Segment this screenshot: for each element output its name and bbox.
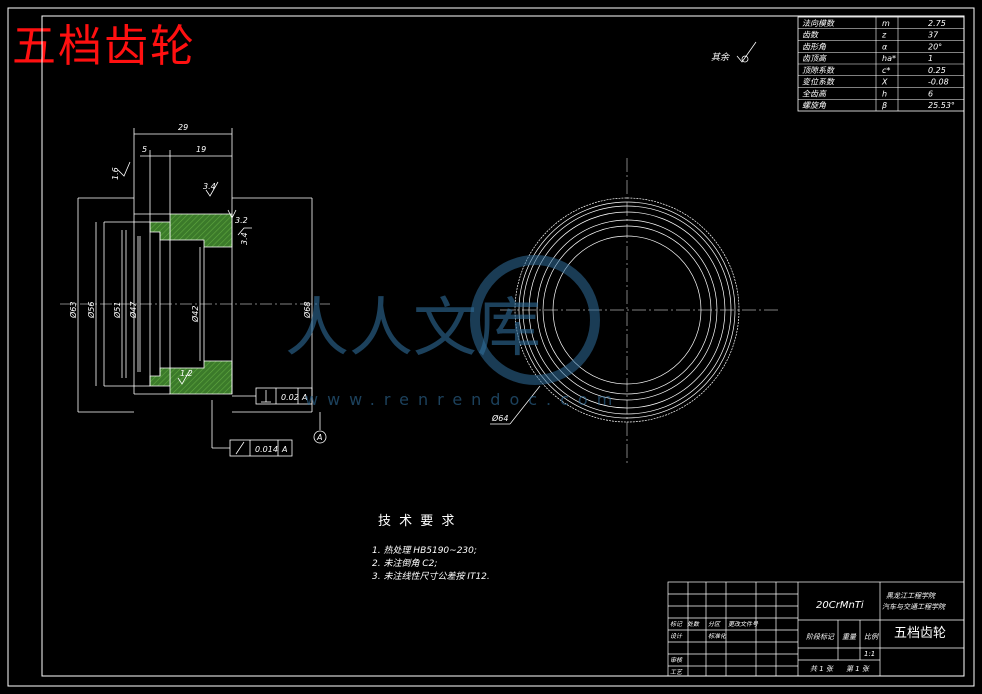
label-change: 更改文件号 xyxy=(728,620,759,628)
section-view xyxy=(60,128,330,457)
param-name-4: 顶隙系数 xyxy=(802,66,835,75)
param-val-1: 37 xyxy=(928,31,939,40)
param-sym-0: m xyxy=(882,19,890,28)
front-view xyxy=(490,158,780,466)
param-val-2: 20° xyxy=(928,42,942,51)
dim-29: 29 xyxy=(178,123,188,132)
param-sym-3: ha* xyxy=(882,54,896,63)
row-review: 审核 xyxy=(670,656,683,664)
param-name-0: 法向模数 xyxy=(802,19,835,28)
label-count: 处数 xyxy=(687,620,700,628)
param-sym-4: c* xyxy=(882,66,890,75)
tol2-ref: A xyxy=(281,445,287,454)
param-val-4: 0.25 xyxy=(928,66,946,75)
label-mark: 标记 xyxy=(670,620,683,628)
section-dimensions: 29 5 19 3.4 3.2 1.6 1.2 3.4 Ø63 Ø56 Ø51 … xyxy=(68,123,322,454)
param-val-0: 2.75 xyxy=(928,19,946,28)
ratio-label: 比例 xyxy=(864,633,879,641)
inner-frame xyxy=(41,15,965,677)
tol2-value: 0.014 xyxy=(255,445,278,454)
param-sym-2: α xyxy=(882,42,888,51)
title-block xyxy=(667,581,965,677)
tech-item-1: 1. 热处理 HB5190~230; xyxy=(372,545,477,556)
title-block-text: 20CrMnTi 黑龙江工程学院 汽车与交通工程学院 五档齿轮 阶段标记 重量 … xyxy=(670,592,946,676)
roughness-text: 其余 xyxy=(711,52,730,63)
dim-5: 5 xyxy=(142,145,147,154)
part-name: 五档齿轮 xyxy=(894,626,946,641)
sheets-total: 共 1 张 xyxy=(810,665,834,673)
school-name: 黑龙江工程学院 xyxy=(886,592,936,600)
param-val-6: 6 xyxy=(928,89,933,98)
dim-roughness-12: 1.2 xyxy=(180,369,193,378)
row-design: 设计 xyxy=(670,632,683,640)
param-name-1: 齿数 xyxy=(802,31,819,40)
param-sym-6: h xyxy=(882,89,887,98)
tech-heading: 技 术 要 求 xyxy=(378,514,456,529)
dim-phi64: Ø64 xyxy=(491,413,508,423)
stage-label: 阶段标记 xyxy=(806,633,835,641)
roughness-note: 其余 xyxy=(711,41,757,63)
dim-roughness-b: 3.4 xyxy=(240,232,249,245)
param-sym-7: β xyxy=(881,101,887,110)
tech-item-3: 3. 未注线性尺寸公差按 IT12. xyxy=(372,571,490,582)
dim-roughness-16: 1.6 xyxy=(111,167,120,180)
std-label: 标准化 xyxy=(708,632,727,640)
parameter-table: 法向模数 m 2.75 齿数 z 37 齿形角 α 20° 齿顶高 ha* 1 顶隙系数 c* 0.25 变位… xyxy=(797,16,965,112)
row-process: 工艺 xyxy=(670,668,683,676)
dim-19: 19 xyxy=(196,145,206,154)
dim-phi56: Ø56 xyxy=(86,302,96,319)
dim-phi47: Ø47 xyxy=(128,301,138,319)
scale-value: 1:1 xyxy=(864,650,875,658)
param-name-2: 齿形角 xyxy=(802,42,827,51)
param-sym-5: X xyxy=(881,78,888,87)
param-sym-1: z xyxy=(881,31,887,40)
dim-phi68: Ø68 xyxy=(302,302,312,319)
param-val-3: 1 xyxy=(928,54,933,63)
param-name-3: 齿顶高 xyxy=(802,54,827,63)
dim-phi63: Ø63 xyxy=(68,302,78,319)
dept-name: 汽车与交通工程学院 xyxy=(882,603,946,611)
param-val-7: 25.53° xyxy=(928,101,955,110)
tech-requirements: 技 术 要 求 1. 热处理 HB5190~230; 2. 未注倒角 C2; 3… xyxy=(372,514,490,582)
material: 20CrMnTi xyxy=(816,600,864,611)
param-val-5: -0.08 xyxy=(928,78,949,87)
datum-label: A xyxy=(316,433,322,442)
weight-label: 重量 xyxy=(842,633,857,641)
param-name-6: 全齿高 xyxy=(802,89,827,98)
dim-roughness-a: 3.4 xyxy=(203,182,216,191)
tol1-value: 0.02 xyxy=(281,393,299,402)
dim-roughness-32: 3.2 xyxy=(235,216,248,225)
tol1-ref: A xyxy=(301,393,307,402)
dim-phi42: Ø42 xyxy=(190,306,200,323)
dim-phi51: Ø51 xyxy=(112,302,122,319)
tech-item-2: 2. 未注倒角 C2; xyxy=(372,558,437,569)
param-name-7: 螺旋角 xyxy=(802,101,827,110)
param-name-5: 变位系数 xyxy=(802,78,835,87)
sheet-number: 第 1 张 xyxy=(846,665,870,673)
outer-frame xyxy=(7,7,975,687)
label-zone: 分区 xyxy=(708,621,721,628)
